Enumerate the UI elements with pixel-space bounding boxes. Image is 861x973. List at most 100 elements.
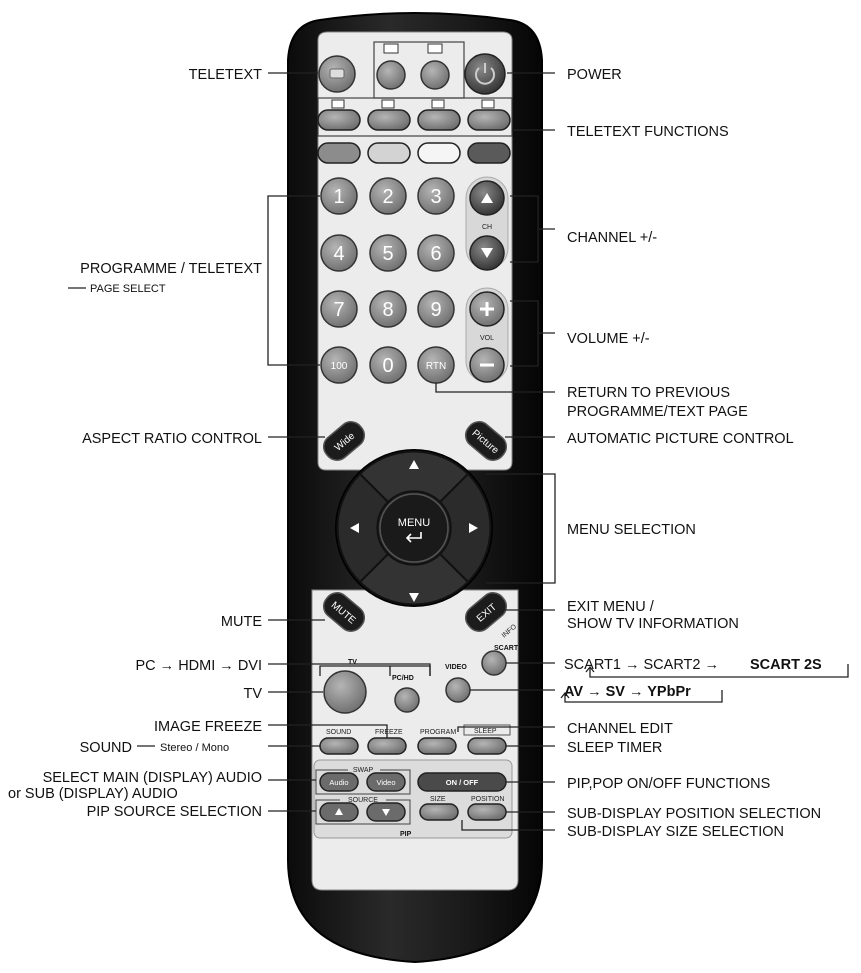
clock-button[interactable] — [420, 60, 450, 90]
cancel-button[interactable] — [417, 109, 461, 131]
arrow-down-icon — [481, 248, 493, 258]
digit-button-7[interactable] — [320, 290, 358, 328]
green-button[interactable] — [367, 142, 411, 164]
digit-button-5[interactable] — [369, 234, 407, 272]
power-button[interactable] — [464, 53, 506, 95]
digit-label-6: 6 — [430, 243, 441, 265]
digit-button-6[interactable] — [417, 234, 455, 272]
digit-label-1: 1 — [333, 186, 344, 208]
index-button[interactable] — [376, 60, 406, 90]
freeze-button[interactable] — [367, 737, 407, 755]
hold-button[interactable] — [467, 109, 511, 131]
swap-label-mask — [348, 766, 380, 774]
callout-programme: PROGRAMME / TELETEXT — [80, 261, 262, 277]
sound-button[interactable] — [319, 737, 359, 755]
cancel-icon — [431, 99, 445, 109]
line-av-loop — [564, 690, 723, 703]
size-pip-button[interactable] — [419, 803, 459, 821]
callout-menu-selection: MENU SELECTION — [567, 522, 696, 538]
red-button[interactable] — [317, 142, 361, 164]
digit-button-8[interactable] — [369, 290, 407, 328]
size-button[interactable] — [367, 109, 411, 131]
mute-button[interactable] — [319, 588, 369, 636]
position-label: POSITION — [471, 796, 504, 803]
digit-button-3[interactable] — [417, 177, 455, 215]
video-swap-label: Video — [376, 778, 395, 787]
line-programme — [267, 195, 320, 366]
callout-return-1: RETURN TO PREVIOUS — [567, 385, 730, 401]
freeze-label: FREEZE — [375, 729, 403, 736]
callout-aspect: ASPECT RATIO CONTROL — [82, 431, 262, 447]
line-channel-edit — [457, 726, 555, 732]
sleep-button[interactable] — [467, 737, 507, 755]
blue-button[interactable] — [467, 142, 511, 164]
nav-down-button[interactable] — [358, 552, 470, 606]
line-pc — [268, 663, 431, 676]
picture-button[interactable] — [461, 417, 511, 465]
arrow-up-icon — [481, 193, 493, 203]
callout-scart-chain-b: SCART 2S — [750, 657, 822, 673]
program-button[interactable] — [417, 737, 457, 755]
callout-channel: CHANNEL +/- — [567, 230, 657, 246]
sleep-label: SLEEP — [474, 728, 497, 735]
digit-label-100: 100 — [331, 361, 348, 372]
digit-button-100[interactable] — [320, 346, 358, 384]
power-icon — [475, 63, 495, 85]
digit-button-1[interactable] — [320, 177, 358, 215]
menu-button[interactable] — [379, 493, 449, 563]
onoff-label: ON / OFF — [446, 778, 479, 787]
yellow-button[interactable] — [417, 142, 461, 164]
audio-button[interactable] — [319, 772, 359, 792]
line-volume — [510, 300, 555, 367]
callout-pip-onoff: PIP,POP ON/OFF FUNCTIONS — [567, 776, 770, 792]
exit-button[interactable] — [461, 588, 511, 636]
callout-lines — [68, 72, 849, 831]
scart-button[interactable] — [481, 650, 507, 676]
callout-scart-chain-a: SCART1 → SCART2 → — [564, 657, 719, 673]
video-swap-button[interactable] — [366, 772, 406, 792]
line-image-freeze — [268, 724, 388, 738]
callout-auto-picture: AUTOMATIC PICTURE CONTROL — [567, 431, 794, 447]
tv-button[interactable] — [323, 670, 367, 714]
callout-page-select: PAGE SELECT — [90, 283, 166, 295]
pchd-button[interactable] — [394, 687, 420, 713]
callout-teletext: TELETEXT — [189, 67, 262, 83]
audio-label: Audio — [329, 778, 348, 787]
line-sub-size — [461, 820, 555, 831]
line-scart-arrow — [585, 665, 595, 673]
nav-left-button[interactable] — [336, 472, 390, 584]
digit-button-9[interactable] — [417, 290, 455, 328]
wide-button[interactable] — [319, 417, 369, 465]
position-button[interactable] — [467, 803, 507, 821]
digit-button-2[interactable] — [369, 177, 407, 215]
scart-label: SCART — [494, 645, 519, 652]
nav-left-icon — [350, 523, 359, 533]
callout-pc-chain: PC → HDMI → DVI — [136, 658, 262, 674]
callout-image-freeze: IMAGE FREEZE — [154, 719, 262, 735]
pchd-label: PC/HD — [392, 675, 414, 682]
digit-button-0[interactable] — [369, 346, 407, 384]
reveal-icon — [331, 99, 345, 109]
source-up-icon — [335, 808, 343, 815]
size-icon — [381, 99, 395, 109]
video-button[interactable] — [445, 677, 471, 703]
plus-icon — [480, 302, 494, 316]
digit-label-9: 9 — [430, 299, 441, 321]
nav-right-button[interactable] — [438, 472, 492, 584]
nav-up-button[interactable] — [358, 450, 470, 504]
callout-return-2: PROGRAMME/TEXT PAGE — [567, 404, 748, 420]
nav-up-icon — [409, 460, 419, 469]
swap-label: SWAP — [353, 767, 374, 774]
digit-button-4[interactable] — [320, 234, 358, 272]
callout-volume: VOLUME +/- — [567, 331, 650, 347]
callout-mute: MUTE — [221, 614, 262, 630]
digit-label-4: 4 — [333, 243, 344, 265]
reveal-button[interactable] — [317, 109, 361, 131]
digit-label-7: 7 — [333, 299, 344, 321]
callout-pip-source: PIP SOURCE SELECTION — [87, 804, 262, 820]
line-av-arrow — [560, 691, 570, 699]
callout-sub-position: SUB-DISPLAY POSITION SELECTION — [567, 806, 821, 822]
callout-sound-mode: Stereo / Mono — [160, 742, 229, 754]
size-label: SIZE — [430, 796, 446, 803]
callout-sleep-timer: SLEEP TIMER — [567, 740, 662, 756]
